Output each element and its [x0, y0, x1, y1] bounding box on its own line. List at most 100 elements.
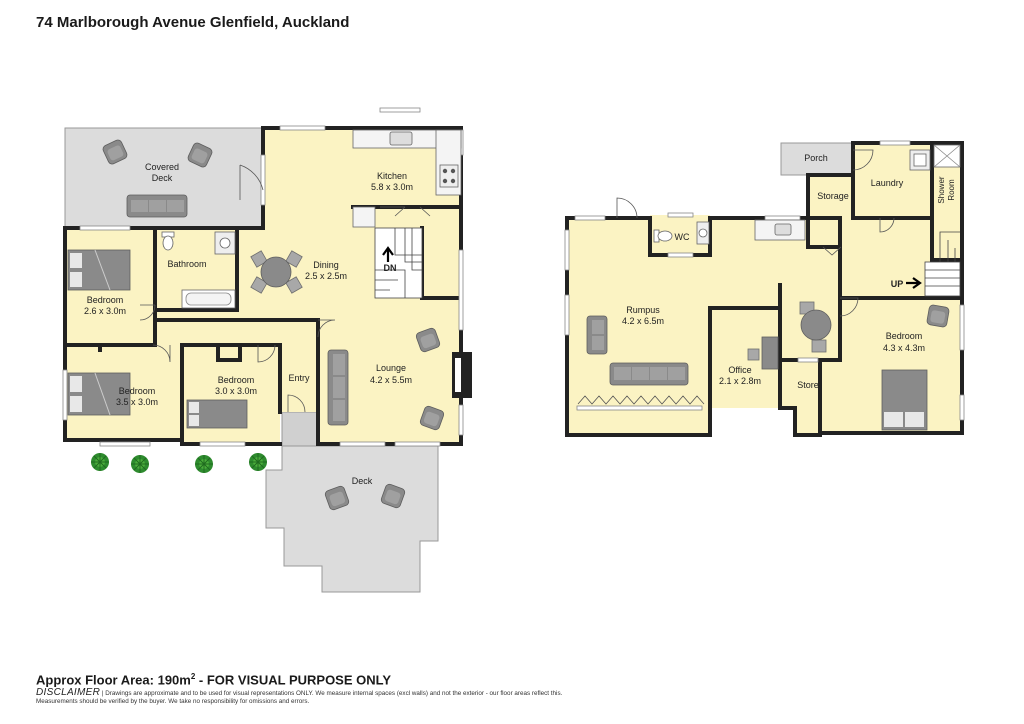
door-icon — [139, 304, 156, 321]
plant-icon — [194, 454, 214, 474]
window-icon — [99, 441, 151, 447]
window-icon — [574, 215, 606, 221]
bedroom1-size: 2.6 x 3.0m — [84, 306, 126, 316]
deck-label: Deck — [352, 476, 373, 486]
window-icon — [379, 107, 421, 113]
window-icon — [279, 125, 326, 131]
sofa-icon — [609, 362, 689, 386]
bed-icon — [881, 369, 928, 431]
bathtub-icon — [181, 289, 236, 309]
sofa-icon — [327, 349, 349, 426]
sink-icon — [389, 131, 413, 146]
door-icon — [257, 344, 276, 363]
dining-table-icon — [250, 250, 303, 294]
door-icon — [839, 297, 859, 317]
plant-icon — [130, 454, 150, 474]
armchair-icon — [925, 303, 951, 329]
floor-area-note: Approx Floor Area: 190m2 - FOR VISUAL PU… — [36, 672, 391, 687]
plan-title: 74 Marlborough Avenue Glenfield, Aucklan… — [36, 14, 350, 31]
window-icon — [458, 249, 464, 331]
sink-icon — [909, 149, 931, 171]
sink-icon — [696, 221, 710, 245]
bedroom3-size: 3.0 x 3.0m — [215, 386, 257, 396]
covered-deck-label: Covered — [145, 162, 179, 172]
stairs — [924, 231, 961, 297]
window-icon — [959, 394, 965, 421]
lower-floor: Porch Storage Laundry Shower Room WC Rum… — [564, 140, 965, 437]
disclaimer-line2: Measurements should be verified by the b… — [36, 698, 310, 705]
toilet-icon — [653, 229, 673, 243]
storage-label: Storage — [817, 191, 849, 201]
dining-table-icon — [799, 301, 832, 353]
office-size: 2.1 x 2.8m — [719, 376, 761, 386]
floor-area-value: Approx Floor Area: 190m — [36, 672, 191, 688]
window-icon — [394, 441, 441, 447]
door-icon — [152, 344, 171, 363]
door-icon — [317, 319, 336, 338]
floor-area-suffix: - FOR VISUAL PURPOSE ONLY — [195, 672, 392, 688]
floor-area-unit-sup: 2 — [190, 672, 196, 681]
disclaimer-text: | Drawings are approximate and to be use… — [100, 690, 563, 697]
lower-bedroom-label: Bedroom — [886, 331, 923, 341]
kitchen-size: 5.8 x 3.0m — [371, 182, 413, 192]
window-icon — [458, 404, 464, 436]
porch-label: Porch — [804, 153, 828, 163]
arrow-icon — [382, 246, 394, 262]
disclaimer: DISCLAIMER | Drawings are approximate an… — [36, 687, 736, 706]
lounge-label: Lounge — [376, 363, 406, 373]
covered-deck-label: Deck — [152, 173, 173, 183]
plant-icon — [248, 452, 268, 472]
toilet-icon — [161, 231, 175, 251]
window-icon — [260, 154, 266, 206]
deck-area — [265, 445, 439, 593]
window-icon — [959, 304, 965, 351]
bedroom3-label: Bedroom — [218, 375, 255, 385]
store-label: Store — [797, 380, 819, 390]
window-icon — [667, 252, 694, 258]
kitchen-island — [352, 206, 376, 228]
stairs-label: UP — [891, 279, 904, 289]
bed-icon — [67, 249, 131, 291]
fireplace-icon — [452, 352, 472, 398]
stairs — [374, 227, 423, 299]
door-icon — [380, 206, 431, 217]
door-icon — [822, 246, 842, 256]
entry-step — [281, 411, 319, 447]
window-icon — [564, 294, 570, 336]
porch-area — [780, 142, 854, 176]
window-icon — [339, 441, 386, 447]
arrow-icon — [906, 277, 922, 289]
rumpus-size: 4.2 x 6.5m — [622, 316, 664, 326]
bed-icon — [67, 372, 131, 416]
stove-icon — [439, 164, 459, 188]
shower-icon — [933, 144, 961, 168]
window-icon — [199, 441, 246, 447]
door-icon — [616, 197, 638, 219]
rumpus-label: Rumpus — [626, 305, 660, 315]
window-icon — [764, 215, 801, 221]
laundry-label: Laundry — [871, 178, 904, 188]
bedroom1-label: Bedroom — [87, 295, 124, 305]
bathroom-label: Bathroom — [167, 259, 206, 269]
sofa-icon — [126, 194, 188, 218]
dining-size: 2.5 x 2.5m — [305, 271, 347, 281]
bedroom2-label: Bedroom — [119, 386, 156, 396]
lower-bedroom-size: 4.3 x 4.3m — [883, 343, 925, 353]
door-icon — [879, 217, 895, 233]
window-icon — [879, 140, 911, 146]
entry-label: Entry — [288, 373, 310, 383]
shower-label: Room — [947, 179, 956, 201]
bedroom2-size: 3.5 x 3.0m — [116, 397, 158, 407]
bed-icon — [186, 399, 248, 429]
dining-label: Dining — [313, 260, 339, 270]
kitchen-label: Kitchen — [377, 171, 407, 181]
window-icon — [79, 225, 131, 231]
plant-icon — [90, 452, 110, 472]
window-icon — [667, 212, 694, 218]
office-label: Office — [728, 365, 751, 375]
window-icon — [564, 229, 570, 271]
disclaimer-label: DISCLAIMER — [36, 687, 101, 698]
armchair-icon — [586, 315, 608, 355]
desk-icon — [747, 336, 779, 370]
